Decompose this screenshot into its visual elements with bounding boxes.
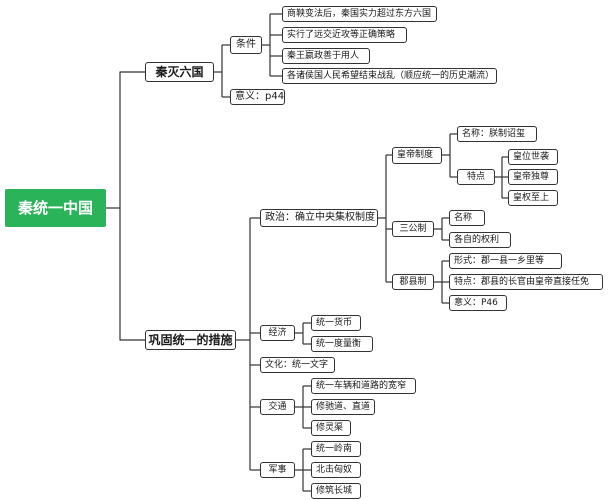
feature-item: 皇位世袭 [508,149,558,165]
emperor-name-node: 名称：朕制诏玺 [457,126,537,142]
junxian-node: 郡县制 [392,274,434,290]
emperor-features-node: 特点 [457,169,495,185]
economy-node: 经济 [260,325,295,341]
culture-node: 文化：统一文字 [260,357,335,373]
feature-item: 皇权至上 [508,190,558,206]
transport-node: 交通 [260,399,295,415]
junxian-item: 特点：郡县的长官由皇帝直接任免 [449,274,603,290]
condition-item: 实行了远交近攻等正确策略 [282,27,407,43]
junxian-item: 意义：P46 [449,295,507,311]
junxian-item: 形式：郡一县一乡里等 [449,253,562,269]
condition-item: 秦王嬴政善于用人 [282,48,370,64]
three-gong-node: 三公制 [392,221,434,237]
military-item: 北击匈奴 [311,462,361,478]
significance-node: 意义：p44 [230,89,285,105]
transport-item: 统一车辆和道路的宽窄 [311,378,416,394]
qin-conquest-node: 秦灭六国 [145,62,214,82]
transport-item: 修驰道、直道 [311,399,375,415]
condition-item: 各诸侯国人民希望结束战乱（顺应统一的历史潮流） [282,68,497,84]
three-gong-item: 名称 [449,210,485,226]
military-node: 军事 [260,462,295,478]
condition-item: 商鞅变法后，秦国实力超过东方六国 [282,6,437,22]
three-gong-item: 各自的权利 [449,232,511,248]
feature-item: 皇帝独尊 [508,169,558,185]
conditions-node: 条件 [230,36,262,54]
measures-node: 巩固统一的措施 [145,330,236,350]
economy-item: 统一货币 [311,315,361,331]
military-item: 统一岭南 [311,441,361,457]
emperor-system-node: 皇帝制度 [392,147,442,164]
economy-item: 统一度量衡 [311,336,373,352]
politics-node: 政治：确立中央集权制度 [260,209,378,227]
transport-item: 修灵渠 [311,420,351,436]
root-node: 秦统一中国 [5,189,106,227]
military-item: 修筑长城 [311,483,361,499]
